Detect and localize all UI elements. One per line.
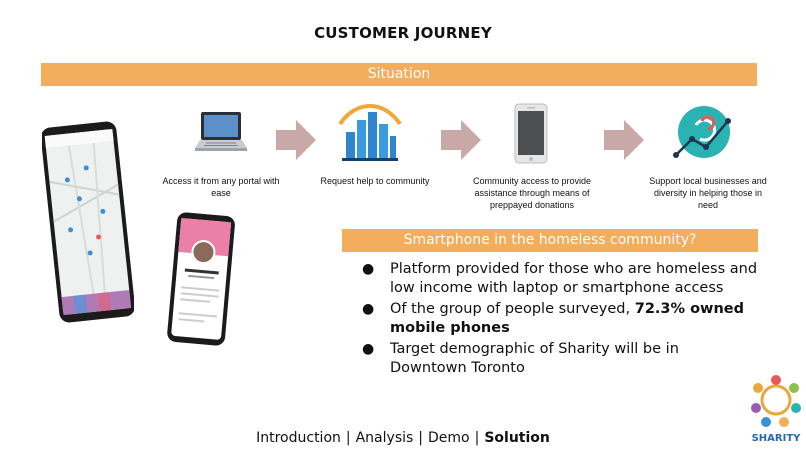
- nav-separator: |: [345, 430, 351, 446]
- bullet-icon: ●: [362, 261, 375, 277]
- step-caption: Request help to community: [320, 176, 430, 186]
- arrow-right-icon: [441, 120, 481, 160]
- section-nav: Introduction|Analysis|Demo|Solution: [0, 430, 806, 446]
- step-caption: Access it from any portal with ease: [162, 176, 280, 198]
- arrow-right-icon: [604, 120, 644, 160]
- step-caption: Community access to provide assistance t…: [472, 176, 592, 210]
- bar-chart-icon: [338, 104, 402, 161]
- nav-separator: |: [474, 430, 480, 446]
- laptop-icon: [195, 112, 247, 151]
- step-caption: Support local businesses and diversity i…: [649, 176, 767, 210]
- list-item: ●Platform provided for those who are hom…: [362, 261, 758, 296]
- phone-profile-mockup: [167, 212, 235, 346]
- arrow-right-icon: [276, 120, 316, 160]
- smartphone-icon: [514, 103, 548, 164]
- situation-banner: Situation: [41, 63, 757, 86]
- smartphone-banner: Smartphone in the homeless community?: [342, 229, 758, 252]
- list-item: ●Target demographic of Sharity will be i…: [362, 341, 679, 376]
- sharity-logo-text: SHARITY: [751, 433, 801, 444]
- network-graph-icon: [673, 106, 731, 158]
- nav-analysis[interactable]: Analysis: [355, 430, 414, 446]
- nav-introduction[interactable]: Introduction: [256, 430, 341, 446]
- nav-separator: |: [418, 430, 424, 446]
- sharity-logo: [751, 375, 801, 427]
- nav-demo[interactable]: Demo: [428, 430, 470, 446]
- bullet-icon: ●: [362, 301, 375, 317]
- highlight-stat: 72.3% owned mobile phones: [390, 301, 744, 336]
- phone-map-mockup: [42, 121, 134, 323]
- page-title: CUSTOMER JOURNEY: [314, 24, 492, 42]
- bullet-icon: ●: [362, 341, 375, 357]
- bullet-list: ●Platform provided for those who are hom…: [360, 260, 760, 380]
- nav-solution[interactable]: Solution: [484, 430, 550, 446]
- list-item: ●Of the group of people surveyed, 72.3% …: [362, 301, 744, 336]
